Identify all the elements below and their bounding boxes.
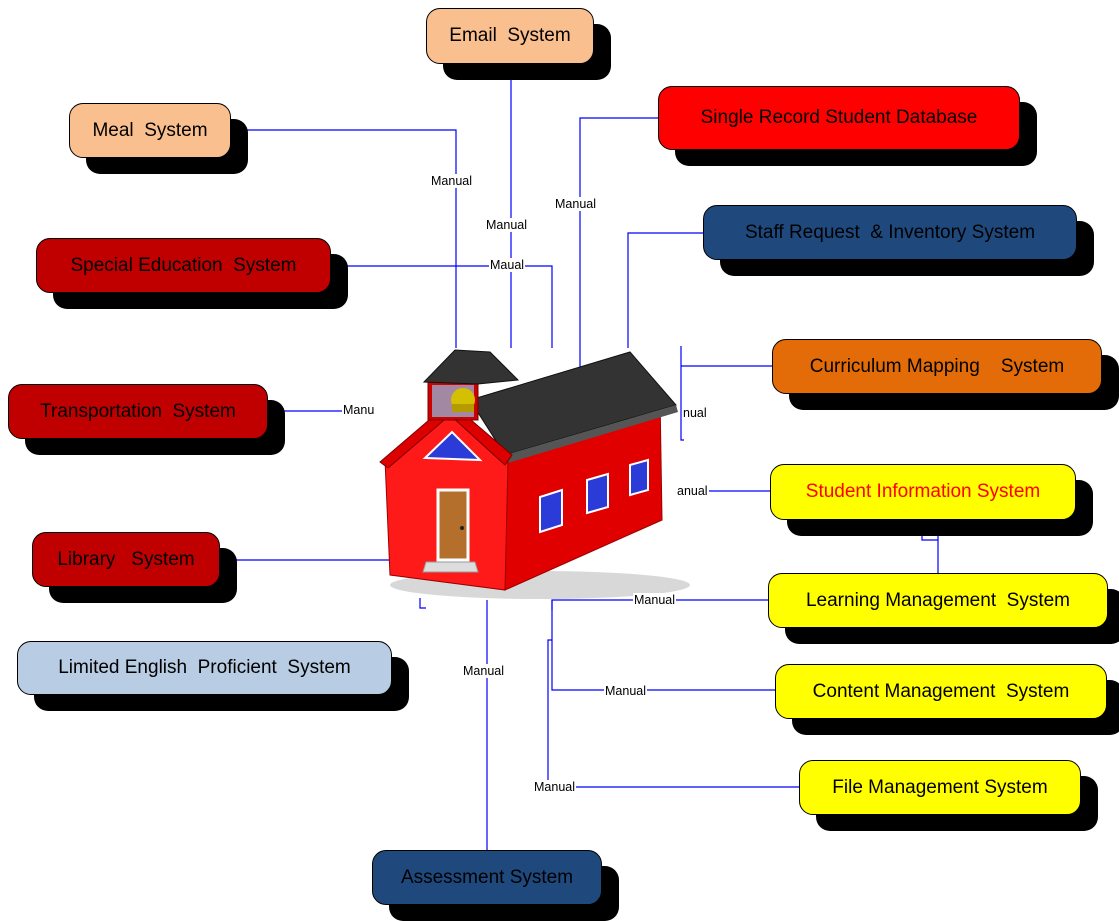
connector-line (579, 117, 658, 380)
node-lep: Limited English Proficient System (17, 641, 392, 695)
connector-line (419, 598, 426, 609)
connector-label-single-record: Manual (554, 197, 597, 211)
connector-line (547, 639, 799, 788)
node-assessment: Assessment System (372, 850, 602, 905)
connector-line (331, 265, 553, 348)
node-fms: File Management System (799, 760, 1081, 815)
node-transportation: Transportation System (8, 384, 268, 439)
connector-label-email: Manual (485, 218, 528, 232)
node-sis: Student Information System (770, 464, 1076, 520)
node-single-record: Single Record Student Database (658, 86, 1020, 150)
connector-line (231, 129, 457, 348)
connector-label-cms: Manual (604, 684, 647, 698)
connector-line (680, 346, 684, 441)
node-staff-request: Staff Request & Inventory System (703, 205, 1077, 260)
node-special-ed: Special Education System (36, 238, 331, 293)
connector-label-meal: Manual (430, 174, 473, 188)
connector-label-transportation: Manu (342, 403, 376, 417)
node-meal: Meal System (69, 103, 231, 158)
connector-label-curriculum: nual (682, 406, 708, 420)
connector-label-lms: Manual (633, 593, 676, 607)
node-curriculum: Curriculum Mapping System (772, 339, 1102, 394)
node-email: Email System (426, 8, 594, 64)
connector-label-special-ed: Maual (489, 258, 526, 272)
node-cms: Content Management System (775, 664, 1107, 719)
node-lms: Learning Management System (768, 573, 1108, 628)
connector-label-assessment: Manual (462, 664, 505, 678)
connector-line (627, 232, 703, 348)
connector-label-sis: anual (676, 484, 709, 498)
node-library: Library System (32, 532, 220, 587)
connector-label-fms: Manual (533, 780, 576, 794)
